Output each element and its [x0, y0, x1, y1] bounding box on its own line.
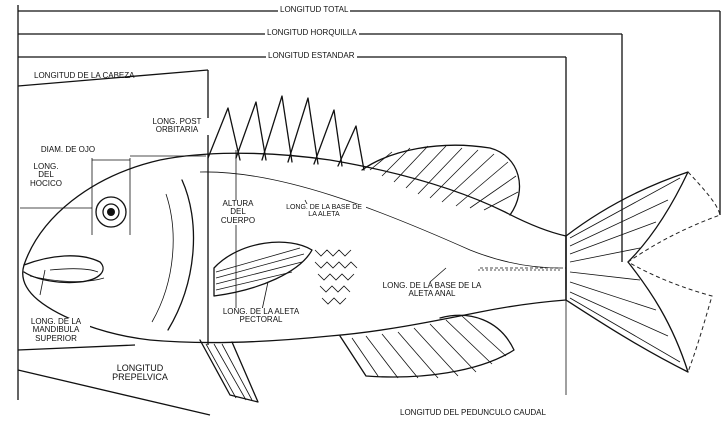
anal-fin	[340, 315, 514, 378]
measurement-lines	[18, 5, 720, 415]
total-length-label: LONGITUD TOTAL	[278, 6, 350, 14]
caudal-lobe-extension	[628, 172, 720, 372]
standard-length-label: LONGITUD ESTANDAR	[266, 52, 357, 60]
eye-diameter-label: DIAM. DE OJO	[36, 146, 100, 154]
pectoral-fin-length-label: LONG. DE LA ALETA PECTORAL	[214, 308, 308, 325]
dorsal-base-length-label: LONG. DE LA BASE DE LA ALETA	[282, 204, 366, 219]
upper-jaw-length-label: LONG. DE LA MANDIBULA SUPERIOR	[22, 318, 90, 343]
caudal-fin	[566, 172, 720, 372]
caudal-peduncle-length-label: LONGITUD DEL PEDUNCULO CAUDAL	[398, 409, 548, 417]
pelvic-fin	[200, 340, 258, 402]
body-height-label: ALTURA DEL CUERPO	[214, 200, 262, 225]
head-length-label: LONGITUD DE LA CABEZA	[32, 72, 136, 80]
fish-eye	[96, 197, 126, 227]
anal-base-length-label: LONG. DE LA BASE DE LA ALETA ANAL	[374, 282, 490, 299]
snout-length-label: LONG. DEL HOCICO	[24, 163, 68, 188]
pectoral-fin	[214, 242, 312, 296]
postorbital-length-label: LONG. POST ORBITARIA	[138, 118, 216, 135]
dorsal-fin-spiny	[208, 96, 364, 170]
dorsal-fin-soft	[362, 145, 520, 215]
fork-length-label: LONGITUD HORQUILLA	[265, 29, 359, 37]
prepelvic-length-label: LONGITUD PREPELVICA	[102, 364, 178, 383]
